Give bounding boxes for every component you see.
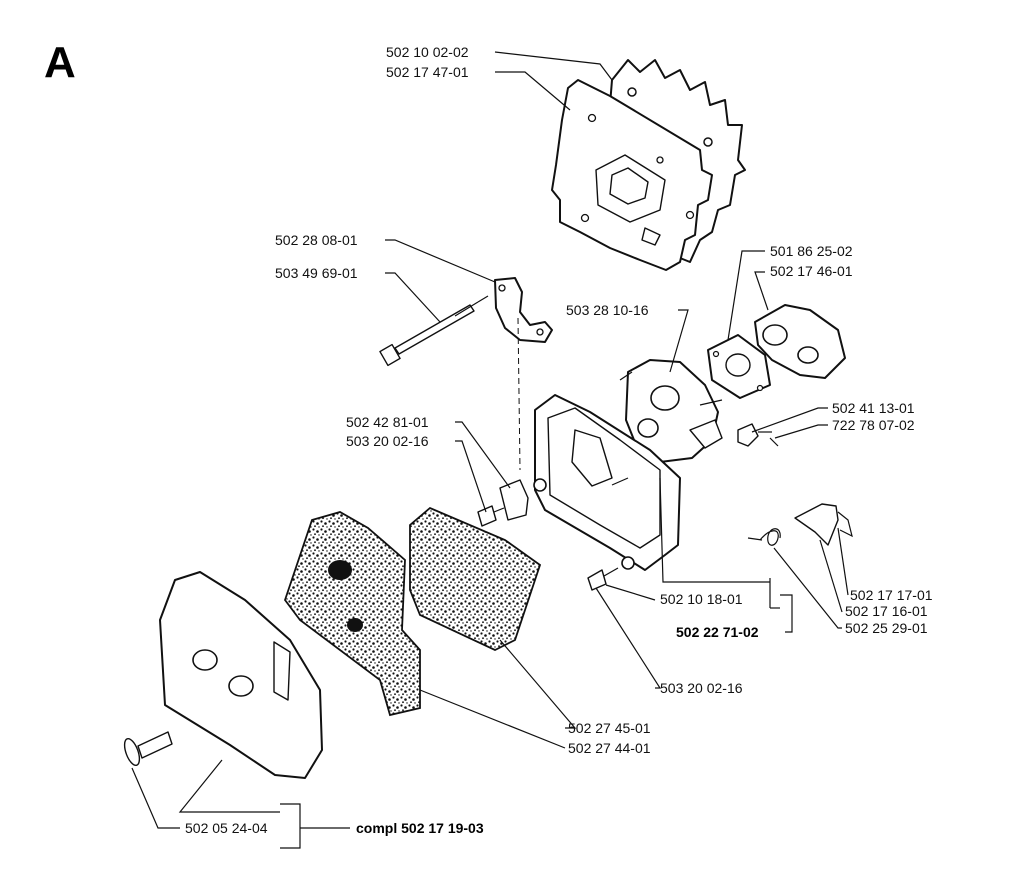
label-503-28-10-16: 503 28 10-16: [566, 302, 649, 318]
leader-lines: [131, 51, 849, 849]
label-502-10-18-01: 502 10 18-01: [660, 591, 743, 607]
gasket-plate-front: [551, 79, 713, 271]
screw-upper: [477, 505, 505, 527]
label-503-20-02-16-lower: 503 20 02-16: [660, 680, 743, 696]
foam-filter-small: [409, 506, 542, 651]
linkage-part: [737, 423, 779, 447]
label-502-42-81-01: 502 42 81-01: [346, 414, 429, 430]
label-502-25-29-01: 502 25 29-01: [845, 620, 928, 636]
label-502-41-13-01: 502 41 13-01: [832, 400, 915, 416]
filter-cover: [159, 571, 323, 779]
lever: [794, 503, 839, 546]
spring: [747, 528, 781, 546]
label-502-17-47-01: 502 17 47-01: [386, 64, 469, 80]
screw-lower: [587, 567, 619, 591]
label-722-78-07-02: 722 78 07-02: [832, 417, 915, 433]
filter-housing: [533, 394, 681, 571]
label-503-20-02-16-upper: 503 20 02-16: [346, 433, 429, 449]
curved-plate: [494, 277, 553, 343]
label-502-10-02-02: 502 10 02-02: [386, 44, 469, 60]
intake-gasket: [707, 334, 771, 399]
intake-elbow: [754, 304, 846, 379]
alignment-line: [517, 317, 521, 471]
label-501-86-25-02: 501 86 25-02: [770, 243, 853, 259]
small-bracket: [499, 479, 529, 521]
foam-filter-large: [283, 511, 421, 717]
label-502-22-71-02: 502 22 71-02: [676, 624, 759, 640]
wire-clip: [837, 511, 853, 538]
label-503-49-69-01: 503 49 69-01: [275, 265, 358, 281]
label-502-17-16-01: 502 17 16-01: [845, 603, 928, 619]
label-502-27-44-01: 502 27 44-01: [568, 740, 651, 756]
label-compl-502-17-19-03: compl 502 17 19-03: [356, 820, 484, 836]
cover-screw: [123, 731, 173, 767]
section-letter: A: [44, 38, 76, 87]
carburetor: [619, 359, 723, 463]
label-502-17-46-01: 502 17 46-01: [770, 263, 853, 279]
label-502-27-45-01: 502 27 45-01: [568, 720, 651, 736]
label-502-28-08-01: 502 28 08-01: [275, 232, 358, 248]
long-bolt: [379, 295, 489, 367]
label-502-17-17-01: 502 17 17-01: [850, 587, 933, 603]
label-502-05-24-04: 502 05 24-04: [185, 820, 268, 836]
